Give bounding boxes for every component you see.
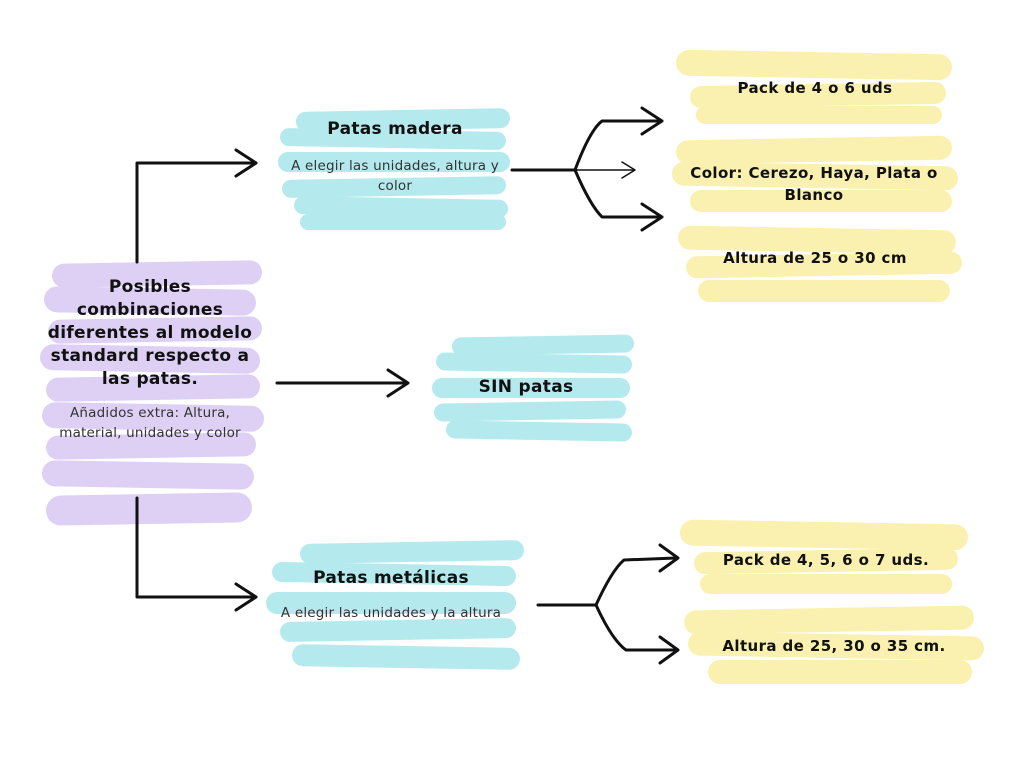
connector-madera-opt3	[573, 168, 662, 219]
arrowhead-madera	[234, 148, 258, 178]
root-title: Posibles combinaciones diferentes al mod…	[47, 277, 253, 389]
arrowhead-madera-opt2	[621, 161, 636, 179]
metalicas-option-2: Altura de 25, 30 o 35 cm.	[722, 637, 946, 655]
metalicas-title: Patas metálicas	[313, 568, 469, 588]
arrowhead-metalicas	[234, 582, 258, 612]
madera-subtitle: A elegir las unidades, altura y color	[291, 158, 499, 194]
madera-option-1: Pack de 4 o 6 uds	[737, 79, 893, 97]
root-node: Posibles combinaciones diferentes al mod…	[36, 276, 264, 443]
arrowhead-sin	[386, 368, 410, 398]
madera-highlight	[278, 108, 510, 230]
arrowhead-metalicas-opt2	[658, 635, 680, 665]
connector-madera-opt1	[573, 119, 662, 172]
root-highlight	[40, 260, 264, 526]
madera-options-highlight	[672, 49, 962, 302]
connector-metalicas-opt2	[594, 603, 678, 652]
arrowhead-metalicas-opt1	[658, 543, 680, 573]
arrowhead-madera-opt3	[640, 202, 664, 232]
madera-option-3: Altura de 25 o 30 cm	[723, 249, 907, 267]
root-subtitle: Añadidos extra: Altura, material, unidad…	[59, 405, 241, 441]
connector-metalicas-opt1	[594, 556, 678, 607]
sin-patas-highlight	[432, 334, 634, 442]
metalicas-subtitle: A elegir las unidades y la altura	[280, 605, 502, 621]
madera-option-2: Color: Cerezo, Haya, Plata o Blanco	[690, 164, 938, 204]
sin-patas-node: SIN patas	[436, 376, 616, 398]
madera-node: Patas madera A elegir las unidades, altu…	[280, 118, 510, 196]
madera-connectors	[510, 106, 664, 232]
root-connectors	[135, 148, 410, 612]
metalicas-connectors	[536, 543, 680, 665]
metalicas-node: Patas metálicas A elegir las unidades y …	[266, 567, 516, 623]
arrowhead-madera-opt1	[640, 106, 664, 136]
metalicas-highlight	[266, 540, 524, 670]
sin-patas-title: SIN patas	[478, 377, 574, 397]
connector-root-metalicas	[135, 496, 258, 599]
metalicas-options-highlight	[680, 519, 984, 684]
madera-title: Patas madera	[327, 119, 463, 139]
connector-root-madera	[135, 161, 258, 264]
metalicas-option-1: Pack de 4, 5, 6 o 7 uds.	[722, 551, 930, 569]
